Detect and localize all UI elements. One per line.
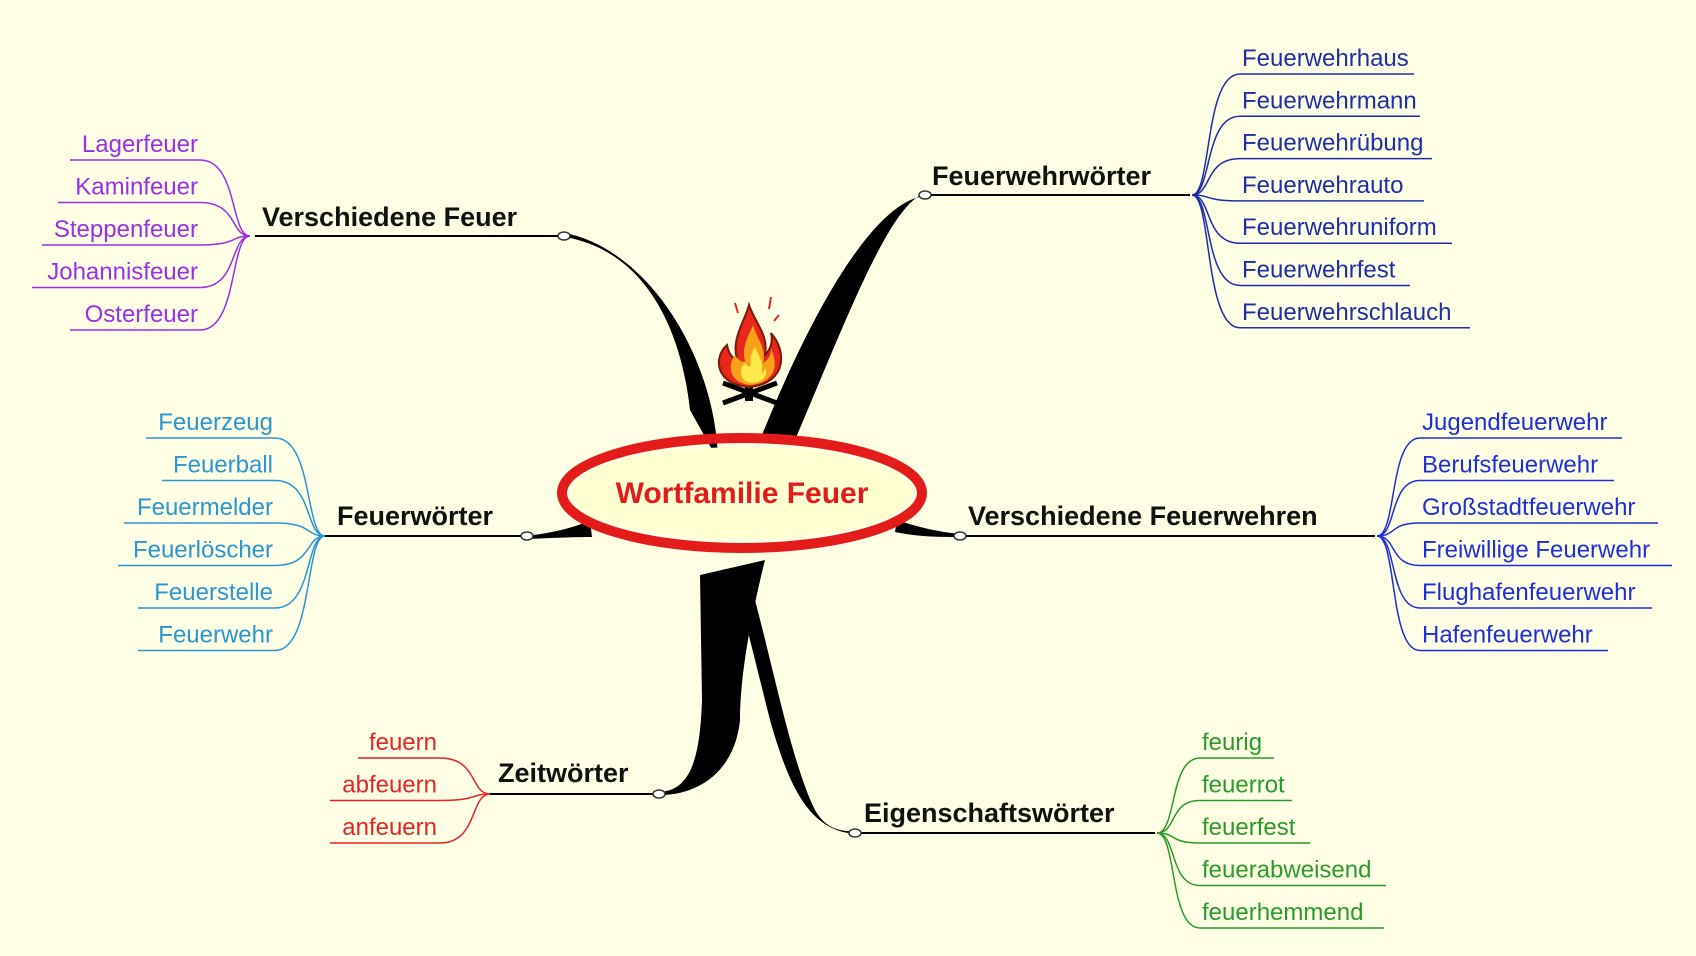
leaf-verschiedene-feuer-4[interactable]: Osterfeuer	[85, 301, 198, 328]
leaf-feuerwehrwoerter-4[interactable]: Feuerwehruniform	[1242, 214, 1437, 241]
leaf-feuerwoerter-2[interactable]: Feuermelder	[137, 494, 273, 521]
leaf-verschiedene-feuerwehren-1[interactable]: Berufsfeuerwehr	[1422, 452, 1598, 479]
leaf-feuerwehrwoerter-5[interactable]: Feuerwehrfest	[1242, 257, 1396, 284]
leaf-eigenschaftswoerter-0[interactable]: feurig	[1202, 729, 1262, 756]
node-verschiedene-feuerwehren	[954, 532, 966, 540]
leaf-verschiedene-feuerwehren-3[interactable]: Freiwillige Feuerwehr	[1422, 537, 1650, 564]
leaf-feuerwoerter-3[interactable]: Feuerlöscher	[133, 537, 273, 564]
branch-label-feuerwoerter[interactable]: Feuerwörter	[337, 501, 494, 531]
leaf-feuerwehrwoerter-2[interactable]: Feuerwehrübung	[1242, 130, 1423, 157]
leaf-verschiedene-feuer-3[interactable]: Johannisfeuer	[47, 259, 198, 286]
node-verschiedene-feuer	[558, 232, 570, 240]
leaf-feuerwehrwoerter-1[interactable]: Feuerwehrmann	[1242, 87, 1417, 114]
leaf-feuerwoerter-4[interactable]: Feuerstelle	[154, 579, 273, 606]
node-eigenschaftswoerter	[849, 829, 861, 837]
node-zeitwoerter	[653, 790, 665, 798]
leaf-verschiedene-feuer-0[interactable]: Lagerfeuer	[82, 131, 198, 158]
node-feuerwehrwoerter	[919, 191, 931, 199]
leaf-feuerwoerter-0[interactable]: Feuerzeug	[158, 409, 273, 436]
branch-label-verschiedene-feuer[interactable]: Verschiedene Feuer	[262, 202, 518, 232]
leaf-zeitwoerter-2[interactable]: anfeuern	[342, 814, 437, 841]
branch-label-verschiedene-feuerwehren[interactable]: Verschiedene Feuerwehren	[968, 501, 1318, 531]
leaf-feuerwehrwoerter-0[interactable]: Feuerwehrhaus	[1242, 45, 1409, 72]
leaf-verschiedene-feuerwehren-4[interactable]: Flughafenfeuerwehr	[1422, 579, 1635, 606]
branch-label-zeitwoerter[interactable]: Zeitwörter	[498, 758, 629, 788]
branch-label-eigenschaftswoerter[interactable]: Eigenschaftswörter	[864, 798, 1115, 828]
leaf-eigenschaftswoerter-1[interactable]: feuerrot	[1202, 772, 1285, 799]
branch-label-feuerwehrwoerter[interactable]: Feuerwehrwörter	[932, 161, 1152, 191]
center-node: Wortfamilie Feuer	[562, 438, 922, 548]
leaf-verschiedene-feuer-2[interactable]: Steppenfeuer	[54, 216, 198, 243]
node-feuerwoerter	[521, 532, 533, 540]
leaf-feuerwoerter-1[interactable]: Feuerball	[173, 452, 273, 479]
leaf-zeitwoerter-1[interactable]: abfeuern	[342, 772, 437, 799]
leaf-eigenschaftswoerter-4[interactable]: feuerhemmend	[1202, 899, 1363, 926]
leaf-eigenschaftswoerter-2[interactable]: feuerfest	[1202, 814, 1296, 841]
leaf-verschiedene-feuerwehren-5[interactable]: Hafenfeuerwehr	[1422, 622, 1593, 649]
leaf-zeitwoerter-0[interactable]: feuern	[369, 729, 437, 756]
leaf-verschiedene-feuerwehren-2[interactable]: Großstadtfeuerwehr	[1422, 494, 1635, 521]
leaf-feuerwehrwoerter-3[interactable]: Feuerwehrauto	[1242, 172, 1403, 199]
center-title[interactable]: Wortfamilie Feuer	[616, 477, 869, 510]
leaf-eigenschaftswoerter-3[interactable]: feuerabweisend	[1202, 857, 1371, 884]
leaf-verschiedene-feuer-1[interactable]: Kaminfeuer	[75, 174, 198, 201]
leaf-feuerwehrwoerter-6[interactable]: Feuerwehrschlauch	[1242, 299, 1451, 326]
leaf-feuerwoerter-5[interactable]: Feuerwehr	[158, 622, 273, 649]
leaf-verschiedene-feuerwehren-0[interactable]: Jugendfeuerwehr	[1422, 409, 1607, 436]
